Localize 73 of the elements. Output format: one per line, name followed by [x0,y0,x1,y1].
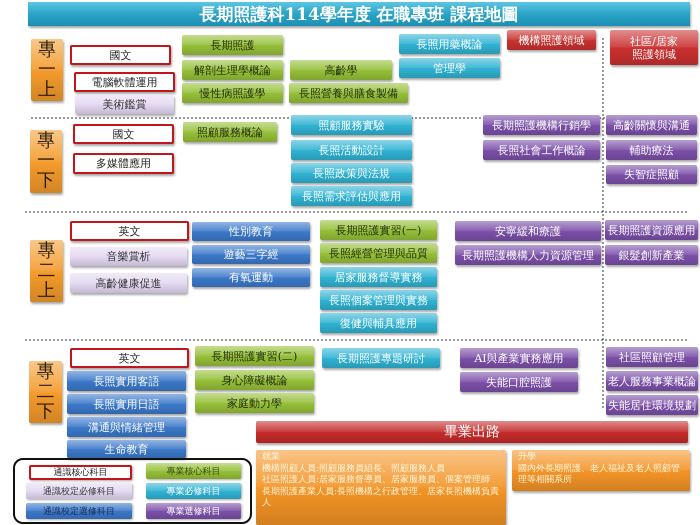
course-box: 性別教育 [192,222,310,241]
semester-tab: 專二上 [30,240,63,302]
course-box: 復健與輔具應用 [320,313,437,333]
panel-heading: 就業 [262,452,281,464]
panel-text: 社區照護人員:居家服務督導員、居家服務員、個案管理師 [262,475,492,486]
legend-item: 專業必修科目 [146,483,241,499]
course-box: 安寧緩和療護 [455,221,601,241]
course-box: 長照活動設計 [291,140,412,160]
course-box: 長照營養與膳食製備 [289,83,408,103]
course-box: 國文 [73,124,174,144]
course-box: 長期照護機構人力資源管理 [455,245,601,265]
course-box: 美術鑑賞 [75,95,174,114]
course-box: 英文 [70,221,189,241]
panel-heading: 升學 [518,452,537,464]
course-box: 家庭動力學 [195,393,314,413]
course-box: 有氧運動 [192,268,310,287]
panel-text: 國內外長期照護、老人福祉及老人照顧管理等相關系所 [518,464,681,486]
course-box: 管理學 [399,58,500,78]
course-box: 多媒體應用 [73,153,174,174]
course-box: 老人服務事業概論 [606,371,698,391]
course-box: 長照政策與法規 [291,163,412,183]
course-box: 失能口腔照護 [460,372,578,392]
course-box: 輔助療法 [606,140,697,160]
course-box: 長期照護 [182,35,283,55]
course-box: 高齡關懷與溝通 [606,115,697,135]
course-box: AI與產業實務應用 [460,348,578,368]
course-box: 溝通與情緒管理 [67,417,186,437]
course-box: 遊藝三字經 [192,245,310,264]
course-box: 照顧服務實驗 [291,115,412,135]
panel-text: 機構照顧人員:照顧服務員組長、照顧服務人員 [262,464,446,474]
course-box: 長期照護機構行銷學 [483,115,600,135]
course-box: 長照用藥概論 [399,34,500,54]
course-box: 解剖生理學概論 [182,60,283,80]
course-box: 長期照護資源應用 [605,220,698,240]
course-box: 音樂賞析 [70,247,187,266]
course-box: 生命教育 [67,440,186,458]
course-box: 長期照護實習(二) [195,346,314,366]
course-box: 慢性病照護學 [182,83,283,103]
course-box: 長照經營管理與品質 [320,243,437,263]
course-box: 國文 [70,45,171,65]
course-box: 高齡健康促進 [70,273,187,293]
domain-header: 機構照護領域 [507,30,596,50]
career-panel [256,450,506,525]
domain-header: 社區/居家照護領域 [610,30,698,65]
legend-item: 專業核心科目 [146,463,241,479]
course-box: 居家服務督導實務 [320,267,437,287]
legend-item: 通識校定必修科目 [26,483,132,499]
career-panel [512,450,690,491]
course-box: 長照需求評估與應用 [291,186,412,206]
legend-item: 專業選修科目 [146,503,241,519]
course-box: 高齡學 [290,60,392,80]
semester-tab: 專一上 [31,39,63,101]
semester-tab: 專二下 [29,361,62,423]
course-box: 長照社會工作概論 [483,140,600,160]
course-box: 失智症照顧 [606,165,697,184]
legend-item: 通識校定選修科目 [26,503,132,519]
course-box: 英文 [70,348,189,368]
course-box: 長照實用客語 [67,371,186,391]
course-box: 照顧服務概論 [183,122,277,142]
course-box: 長期照護專題研討 [322,348,440,368]
course-box: 失能居住環境規劃 [606,395,698,415]
course-box: 銀髮創新產業 [605,245,698,265]
course-box: 長照個案管理與實務 [320,290,437,310]
legend-item: 通識核心科目 [29,465,132,480]
course-box: 長期照護實習(一) [320,220,437,240]
section-banner: 畢業出路 [256,421,688,443]
panel-text: 長期照護產業人員:長照機構之行政管理、居家長照機構負責人 [262,486,500,510]
title-banner: 長期照護科114學年度 在職專班 課程地圖 [28,2,690,26]
course-box: 電腦軟體運用 [74,72,175,92]
course-box: 長照實用日語 [67,394,186,414]
course-box: 身心障礙概論 [195,370,314,390]
course-box: 社區照顧管理 [606,347,698,367]
semester-tab: 專一下 [30,130,62,193]
